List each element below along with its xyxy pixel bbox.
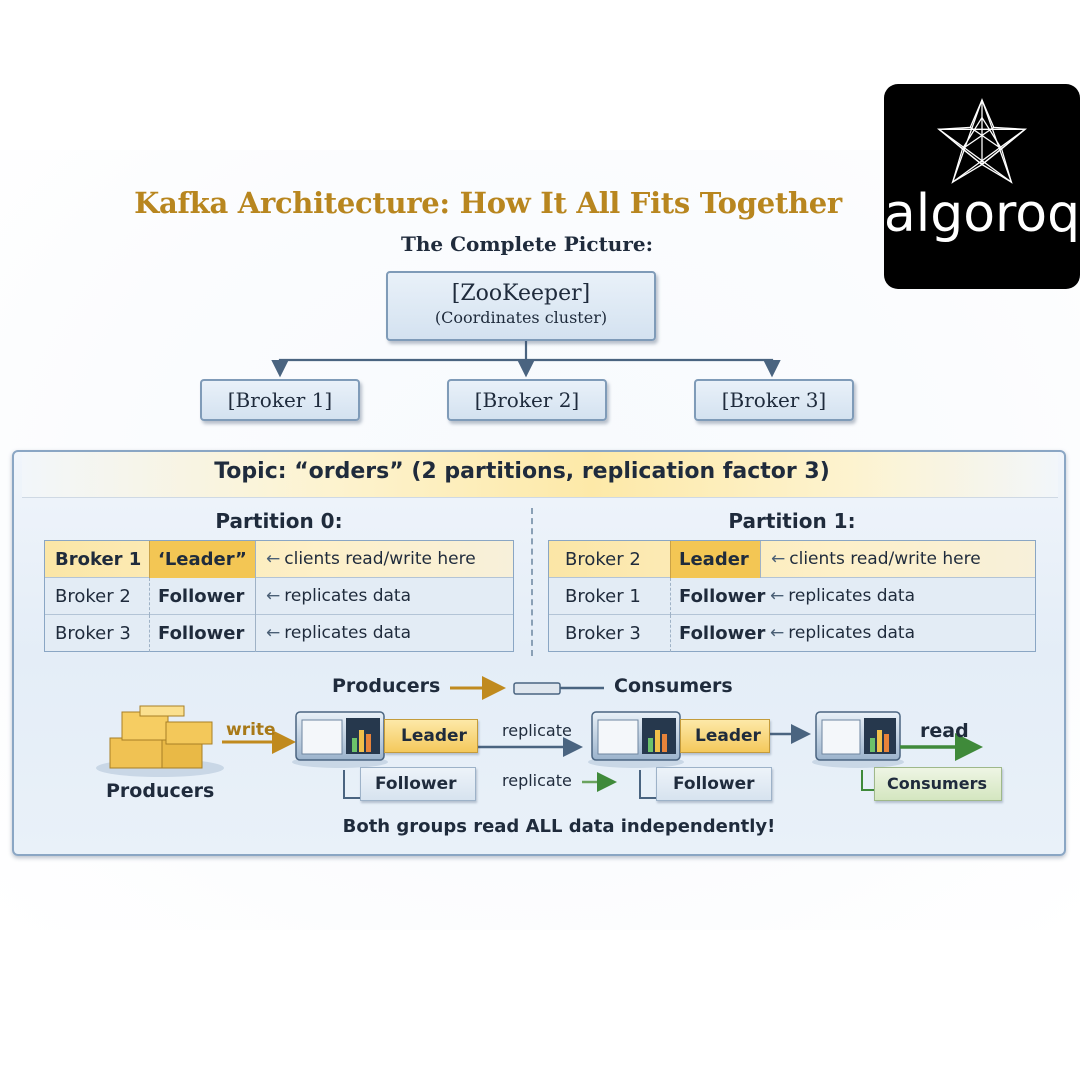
server-icon	[292, 711, 388, 768]
consumers-tag: Consumers	[874, 767, 1002, 801]
table-row: Broker 3 Follower ←replicates data	[45, 615, 513, 652]
table-row: Broker 1 Follower ←replicates data	[549, 578, 1035, 615]
arrow-left-icon: ←	[770, 623, 785, 643]
arrow-left-icon: ←	[266, 586, 281, 606]
row-broker: Broker 3	[565, 623, 641, 644]
partition-0-table: Broker 1 ‘Leader” ←clients read/write he…	[44, 540, 514, 652]
row-broker: Broker 1	[565, 586, 641, 607]
row-note: ←clients read/write here	[255, 541, 476, 578]
top-consumers-label: Consumers	[614, 675, 733, 697]
row-broker: Broker 1	[55, 549, 142, 570]
write-label: write	[226, 720, 276, 740]
read-label: read	[920, 720, 969, 742]
partition-1-title: Partition 1:	[728, 509, 856, 533]
follower1-branch	[343, 770, 360, 799]
server-icon	[812, 711, 904, 768]
zookeeper-node: [ZooKeeper] (Coordinates cluster)	[386, 271, 656, 341]
broker-2-node: [Broker 2]	[447, 379, 607, 421]
server-icon	[588, 711, 684, 768]
row-role: Follower	[670, 615, 765, 652]
table-row: Broker 2 Leader ←clients read/write here	[549, 541, 1035, 578]
producers-label: Producers	[106, 780, 215, 802]
follower-tag-2: Follower	[656, 767, 772, 801]
arrow-left-icon: ←	[770, 586, 785, 606]
leader-tag-2: Leader	[680, 719, 770, 753]
row-note: ←replicates data	[255, 615, 411, 652]
row-broker: Broker 2	[55, 586, 131, 607]
diagram-title: Kafka Architecture: How It All Fits Toge…	[134, 186, 842, 220]
table-row: Broker 1 ‘Leader” ←clients read/write he…	[45, 541, 513, 578]
partition-divider	[531, 508, 533, 656]
partition-1-table: Broker 2 Leader ←clients read/write here…	[548, 540, 1036, 652]
row-role: Follower	[149, 578, 255, 615]
arrow-left-icon: ←	[266, 623, 281, 643]
broker-1-node: [Broker 1]	[200, 379, 360, 421]
arrow-left-icon: ←	[771, 549, 786, 569]
topic-title: Topic: “orders” (2 partitions, replicati…	[214, 459, 830, 484]
row-note: ←replicates data	[770, 623, 916, 643]
logo-wordmark: algoroq	[883, 184, 1080, 244]
geometric-star-icon	[936, 98, 1028, 184]
row-broker: Broker 2	[565, 549, 641, 570]
table-row: Broker 3 Follower ←replicates data	[549, 615, 1035, 652]
top-producers-label: Producers	[332, 675, 441, 697]
row-role: Follower	[149, 615, 255, 652]
follower-tag-1: Follower	[360, 767, 476, 801]
partition-0-title: Partition 0:	[215, 509, 343, 533]
zookeeper-label: [ZooKeeper]	[451, 281, 591, 306]
leader-tag-1: Leader	[384, 719, 478, 753]
arrow-left-icon: ←	[266, 549, 281, 569]
brand-logo: algoroq	[884, 84, 1080, 289]
topic-header-bar	[22, 452, 1058, 498]
row-note: ←replicates data	[255, 578, 411, 615]
row-role: Follower	[670, 578, 765, 615]
broker-3-node: [Broker 3]	[694, 379, 854, 421]
footer-note: Both groups read ALL data independently!	[342, 816, 776, 837]
consumers-branch	[861, 770, 874, 791]
row-note: ←replicates data	[770, 586, 916, 606]
replicate-label-1: replicate	[502, 721, 572, 740]
diagram-subtitle: The Complete Picture:	[400, 232, 653, 256]
cardboard-boxes-icon	[96, 705, 224, 777]
row-note: ←clients read/write here	[760, 541, 981, 578]
zookeeper-role: (Coordinates cluster)	[434, 308, 608, 327]
row-role: Leader	[670, 541, 760, 578]
row-broker: Broker 3	[55, 623, 131, 644]
table-row: Broker 2 Follower ←replicates data	[45, 578, 513, 615]
follower2-branch	[639, 770, 656, 799]
row-role: ‘Leader”	[149, 541, 255, 578]
replicate-label-2: replicate	[502, 771, 572, 790]
pipe-icon	[513, 682, 561, 695]
